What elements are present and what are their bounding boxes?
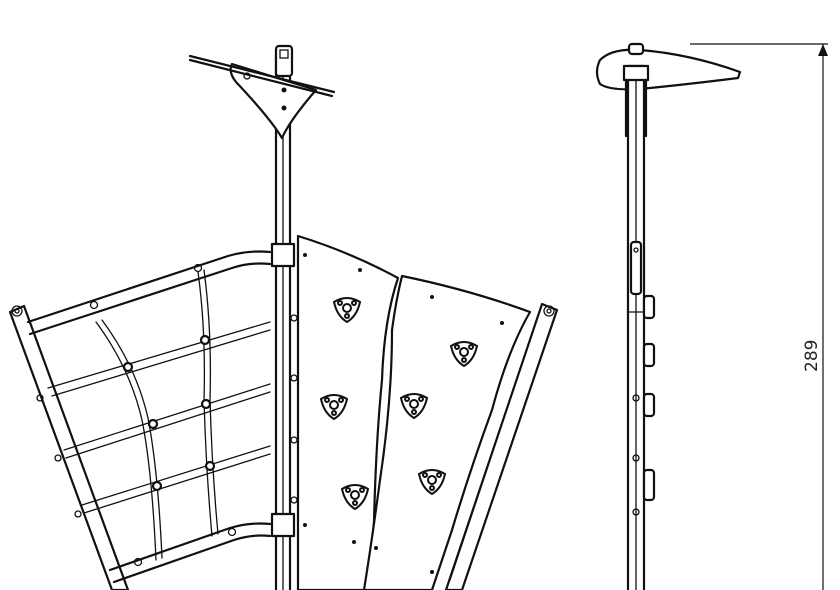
height-dimension: 289	[690, 43, 828, 590]
front-view	[8, 44, 559, 590]
climbing-hold	[340, 484, 370, 511]
climbing-hold	[449, 341, 479, 368]
right-slanted-post	[444, 302, 559, 590]
height-dimension-label: 289	[802, 340, 822, 372]
side-view	[595, 42, 742, 590]
central-pole	[270, 53, 298, 590]
climbing-hold	[417, 469, 447, 496]
climbing-holds	[319, 297, 479, 511]
climbing-hold	[332, 297, 362, 324]
climbing-hold	[319, 394, 349, 421]
cargo-net-frame	[8, 250, 272, 590]
roof-flag	[188, 44, 336, 140]
climbing-hold	[399, 393, 429, 420]
climbing-wall-panel-right	[362, 274, 532, 590]
